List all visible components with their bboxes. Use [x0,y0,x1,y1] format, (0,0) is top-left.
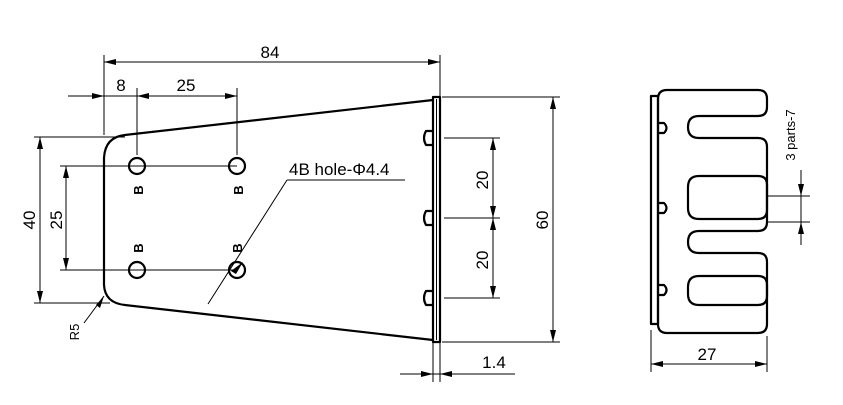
dim-overall-length-label: 84 [261,43,280,62]
flange-tabs [422,129,433,307]
dim-hole-offsets: 8 25 [68,76,238,155]
dim-left-height-label: 40 [20,211,39,230]
dim-side-width: 27 [650,330,768,372]
hole-callout: 4B hole-Φ4.4 [207,160,405,305]
side-view-tabs [658,121,668,297]
dim-hole-spacing-x-label: 25 [177,76,196,95]
flange [431,95,442,344]
hole-callout-label: 4B hole-Φ4.4 [289,160,390,179]
dim-slot-spacing-label: 3 parts-7 [783,109,798,160]
hole-marker-bottom-left: B [131,243,146,252]
dim-corner-radius-label: R5 [67,324,82,341]
bracket-side-view [649,88,769,335]
dim-flange-height: 60 [442,96,560,343]
side-view-flange [649,94,660,326]
dim-slot-pitch: 20 20 [444,137,500,299]
side-view-slot-bottom [686,274,769,307]
dim-slot-spacing: 3 parts-7 [767,109,810,245]
dim-slot-pitch-upper-label: 20 [473,171,492,190]
hole-marker-top-right: B [231,185,246,194]
hole-marker-top-left: B [131,185,146,194]
dim-slot-pitch-lower-label: 20 [473,251,492,270]
dim-left-height: 40 [20,136,125,304]
hole-marker-bottom-right: B [230,243,245,252]
mounting-holes [127,156,247,280]
dim-first-hole-offset-label: 8 [116,76,125,95]
dim-overall-length: 84 [103,43,441,135]
plate-outline [102,98,434,342]
side-view-outline [656,88,769,335]
side-view-slot-middle [686,174,769,221]
dim-flange-thickness: 1.4 [400,342,515,382]
dim-hole-spacing-y-label: 25 [47,211,66,230]
dim-flange-thickness-label: 1.4 [482,353,506,372]
dim-corner-radius: R5 [67,295,105,341]
dim-hole-spacing-y: 25 [47,165,237,271]
dim-flange-height-label: 60 [533,211,552,230]
dim-side-width-label: 27 [698,345,717,364]
bracket-plate-front-view: B B B B [102,95,442,344]
